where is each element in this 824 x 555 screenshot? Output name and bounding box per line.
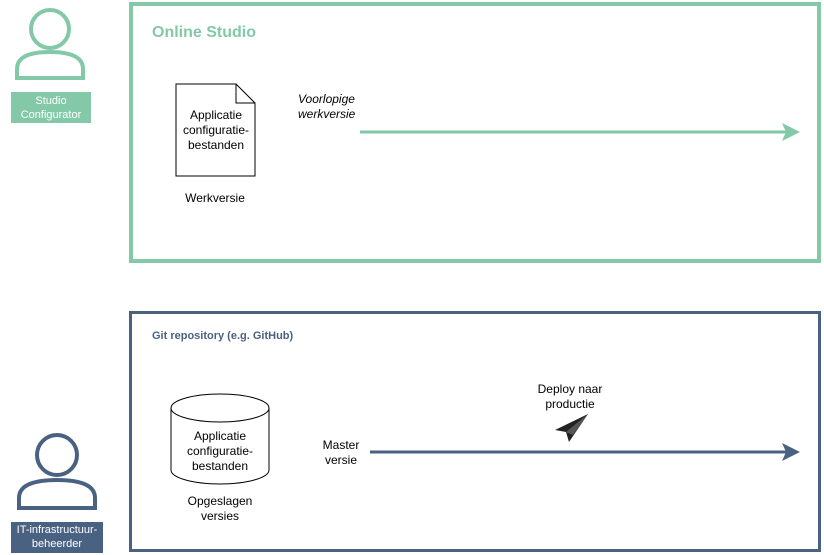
it-user-icon	[17, 433, 97, 510]
paper-plane-icon	[555, 414, 588, 442]
database-label: Applicatie configuratie-bestanden	[186, 429, 254, 473]
document-label: Applicatie configuratie-bestanden	[182, 108, 250, 152]
document-icon	[175, 83, 256, 177]
database-icon	[170, 393, 270, 485]
studio-configurator-label: Studio Configurator	[11, 92, 91, 123]
studio-arrow	[360, 123, 800, 141]
werkversie-caption: Werkversie	[185, 191, 245, 205]
deploy-naar-productie-label: Deploy naar productie	[537, 382, 603, 411]
master-versie-label: Master versie	[322, 438, 360, 467]
opgeslagen-versies-caption: Opgeslagen versies	[187, 494, 253, 523]
git-repository-panel	[129, 311, 821, 552]
studio-user-icon	[15, 8, 85, 80]
voorlopige-werkversie-label: Voorlopige werkversie	[298, 92, 356, 121]
git-arrow	[370, 443, 800, 461]
it-beheerder-label: IT-infrastructuur-beheerder	[11, 522, 103, 553]
online-studio-title: Online Studio	[152, 24, 256, 41]
online-studio-panel	[129, 2, 821, 263]
git-repository-title: Git repository (e.g. GitHub)	[152, 330, 294, 342]
